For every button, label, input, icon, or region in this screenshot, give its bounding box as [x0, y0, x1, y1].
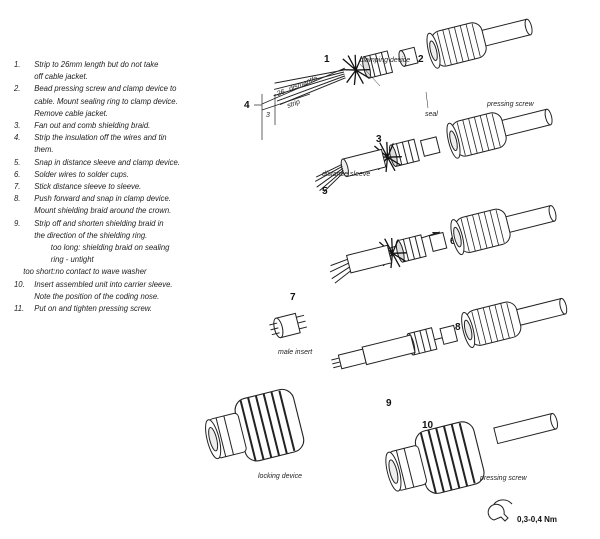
step-number-1: 1 [324, 54, 330, 65]
instruction-line: Strip to 26mm length but do not take [34, 59, 159, 69]
instruction-number: 5. [14, 156, 21, 167]
pressing-screw-label: pressing screw [486, 101, 535, 108]
instruction-line: Remove cable jacket. [34, 107, 108, 118]
instruction-number: 10. [14, 278, 25, 289]
instruction-line: Stick distance sleeve to sleeve. [34, 181, 142, 192]
pressing-screw-label-2: pressing screw [479, 475, 528, 482]
instruction-line: them. [34, 144, 54, 155]
dim-3-label: 3 [266, 112, 270, 119]
instruction-line: too short:no contact to wave washer [23, 266, 147, 277]
wrench-icon [487, 499, 513, 522]
instruction-item: 9. Strip off and shorten shielding braid … [14, 217, 198, 266]
instruction-line: Insert assembled unit into carrier sleev… [34, 278, 173, 289]
instruction-line: Mount shielding braid around the crown. [34, 205, 172, 216]
instruction-line: off cable jacket. [34, 71, 88, 82]
step9-assembly [331, 297, 569, 370]
step-number-5: 5 [322, 186, 328, 197]
instruction-line: Strip the insulation off the wires and t… [34, 132, 167, 143]
strip-label: strip [286, 99, 301, 110]
dim-line-strip [261, 93, 311, 111]
pressing-screw-1 [423, 20, 489, 70]
instruction-item: too short:no contact to wave washer [14, 265, 198, 277]
distance-sleeve-label: distance sleeve [322, 171, 370, 178]
instruction-line: Bead pressing screw and clamp device to [34, 83, 177, 94]
instruction-item: 1. Strip to 26mm length but do not take of… [14, 58, 198, 82]
instruction-number: 11. [14, 303, 25, 314]
pressing-screw-3 [447, 206, 513, 257]
clamping-device-3 [394, 234, 427, 264]
instruction-number: 2. [14, 83, 21, 94]
seal-label: seal [425, 111, 438, 118]
instruction-line: the direction of the shielding ring. [34, 229, 148, 240]
step-number-2: 2 [418, 54, 424, 65]
torque-label: 0,3-0,4 Nm [517, 515, 557, 524]
clamping-device-2 [387, 138, 420, 168]
final-connector [378, 418, 488, 506]
step-number-10: 10 [422, 420, 434, 431]
instruction-item: 10. Insert assembled unit into carrier sl… [14, 278, 198, 302]
instruction-item: 11. Put on and tighten pressing screw. [14, 302, 198, 314]
instruction-line: Fan out and comb shielding braid. [34, 120, 151, 131]
wires-2 [312, 163, 348, 194]
instruction-item: 3. Fan out and comb shielding braid. [14, 119, 198, 131]
instruction-line: Note the position of the coding nose. [34, 290, 160, 301]
instruction-line: ring - untight [50, 254, 94, 265]
step1-assembly [273, 18, 534, 105]
clamping-device-label: clamping device [360, 57, 410, 64]
instruction-number: 3. [14, 120, 21, 131]
instruction-list: 1. Strip to 26mm length but do not take of… [14, 58, 198, 314]
dim-line-26 [261, 67, 346, 105]
instruction-item: 8. Push forward and snap in clamp device.… [14, 192, 198, 216]
step-number-9: 9 [386, 398, 392, 409]
male-insert [269, 312, 308, 339]
instruction-number: 9. [14, 217, 21, 228]
distance-sleeve-4 [361, 334, 416, 366]
housing-knurl [198, 385, 308, 473]
instruction-line: Snap in distance sleeve and clamp device… [34, 156, 180, 167]
step-number-4: 4 [244, 100, 250, 111]
instruction-item: 4. Strip the insulation off the wires and… [14, 131, 198, 155]
locking-device-label: locking device [258, 473, 302, 480]
step-number-3: 3 [376, 134, 382, 145]
instruction-line: Solder wires to solder cups. [34, 168, 129, 179]
instruction-line: Strip off and shorten shielding braid in [34, 217, 164, 228]
instruction-item: 6. Solder wires to solder cups. [14, 168, 198, 180]
wires-1 [273, 69, 346, 105]
instruction-item: 2. Bead pressing screw and clamp device t… [14, 82, 198, 119]
pressing-screw-4 [458, 299, 524, 350]
distance-sleeve-3 [345, 244, 393, 274]
instruction-line: cable. Mount sealing ring to clamp devic… [34, 95, 178, 106]
instruction-number: 1. [14, 59, 21, 69]
step5-assembly [312, 108, 554, 194]
instruction-line: Put on and tighten pressing screw. [34, 303, 153, 314]
final-assembly [378, 412, 560, 506]
pressing-screw-2 [443, 110, 509, 160]
step-number-8: 8 [455, 322, 461, 333]
dim-26-label: 26 [275, 88, 286, 98]
step-number-7: 7 [290, 292, 296, 303]
male-insert-label: male insert [278, 349, 313, 356]
cable-5 [493, 412, 560, 445]
instruction-number: 7. [14, 181, 21, 192]
locking-device-housing [198, 385, 308, 473]
instruction-item: 7. Stick distance sleeve to sleeve. [14, 180, 198, 192]
clamping-device-1 [360, 50, 393, 80]
instruction-number: 8. [14, 193, 21, 204]
instruction-line: too long: shielding braid on sealing [50, 242, 170, 253]
instruction-line: Push forward and snap in clamp device. [34, 193, 171, 204]
instruction-item: 5. Snap in distance sleeve and clamp devi… [14, 156, 198, 168]
step6-assembly [329, 204, 558, 284]
instruction-number: 4. [14, 132, 21, 143]
instruction-number: 6. [14, 168, 21, 179]
